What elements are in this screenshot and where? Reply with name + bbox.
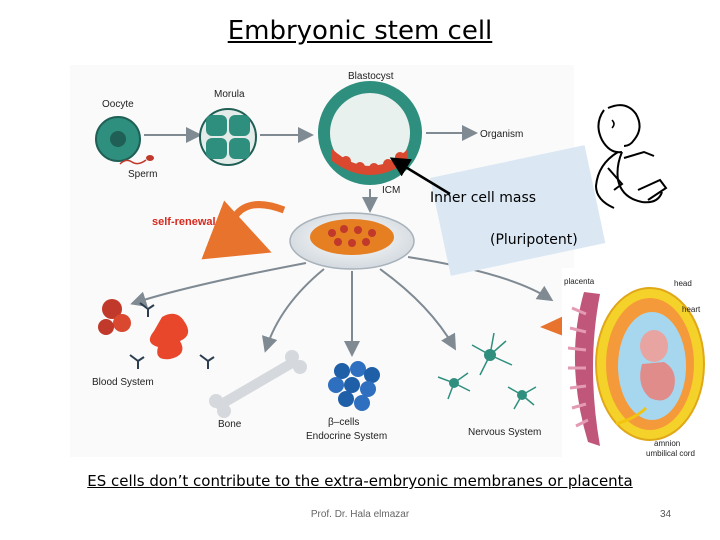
- placenta-illustration: placenta head heart amnion umbilical cor…: [562, 268, 710, 460]
- oocyte-cell: [95, 116, 141, 162]
- arrow-to-nervous: [379, 268, 456, 351]
- amnion-label: amnion: [654, 439, 680, 448]
- bone-shape: [209, 350, 307, 418]
- callout-pluripotent: (Pluripotent): [490, 232, 578, 248]
- slide-title: Embryonic stem cell: [227, 16, 493, 46]
- umbilical-cord-label: umbilical cord: [646, 449, 695, 458]
- morula-label: Morula: [214, 89, 245, 100]
- placenta-label: placenta: [564, 277, 595, 286]
- oocyte-label: Oocyte: [102, 99, 134, 110]
- self-renewal-arrow: [201, 200, 286, 260]
- fetus-svg: [594, 104, 668, 209]
- neuron-cells: [437, 332, 537, 410]
- callout-inner-cell-mass: Inner cell mass: [430, 190, 537, 206]
- heart-label: heart: [682, 305, 701, 314]
- bone-label: Bone: [218, 419, 242, 430]
- arrow-to-blood: [130, 262, 307, 307]
- blood-cells: [98, 299, 215, 369]
- callout-pointer-arrow: [389, 157, 451, 196]
- beta-cells-label: β–cells: [328, 417, 359, 428]
- beta-cells-cluster: [328, 361, 380, 411]
- blood-system-label: Blood System: [92, 377, 154, 388]
- fetus-illustration: [578, 98, 670, 218]
- arrow-to-bone: [262, 268, 325, 353]
- icm-label: ICM: [382, 185, 400, 196]
- es-cell-culture-dish: [289, 212, 415, 270]
- footer-note: ES cells don’t contribute to the extra-e…: [87, 472, 633, 490]
- arrow-to-organism-right: [407, 256, 554, 302]
- self-renewal-label: self-renewal: [152, 216, 216, 228]
- sperm-cell: [119, 155, 154, 165]
- sperm-label: Sperm: [128, 169, 157, 180]
- page-number: 34: [660, 509, 672, 520]
- placenta-svg: placenta head heart amnion umbilical cor…: [562, 268, 710, 460]
- morula-cell: [199, 108, 257, 166]
- organism-label: Organism: [480, 129, 523, 140]
- head-label: head: [674, 279, 692, 288]
- endocrine-system-label: Endocrine System: [306, 431, 387, 442]
- author-credit: Prof. Dr. Hala elmazar: [310, 509, 410, 520]
- blastocyst-label: Blastocyst: [348, 71, 394, 82]
- nervous-system-label: Nervous System: [468, 427, 541, 438]
